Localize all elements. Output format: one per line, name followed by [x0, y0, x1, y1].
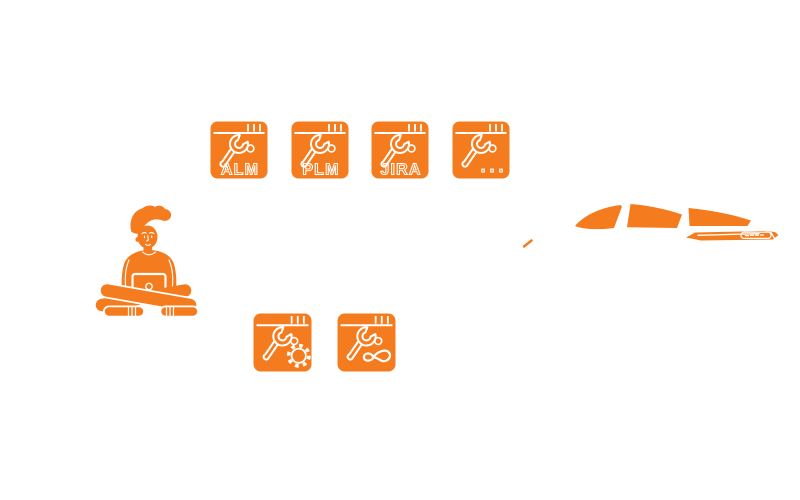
car-lightbar-notch — [770, 231, 776, 240]
person-brow-left — [141, 232, 147, 235]
tool-window-plm: PLM — [291, 121, 349, 179]
tool-window-label: ALM — [221, 162, 259, 179]
tool-window-label: JIRA — [381, 162, 422, 179]
person-neckline — [141, 251, 157, 256]
person-legs-crossed — [95, 282, 199, 318]
sock-stripes — [127, 306, 175, 317]
car-windshield-glass — [575, 205, 622, 230]
tool-window-jira: JIRA — [371, 121, 429, 179]
gear-ring — [290, 347, 307, 364]
person-brow-right — [149, 231, 155, 234]
person-nose — [146, 235, 149, 242]
person-hair — [130, 205, 172, 234]
tool-window-alm: ALM — [210, 121, 268, 179]
window-background — [337, 313, 396, 372]
car-lightbar-lens — [740, 231, 772, 240]
car-lightbar-trim-line — [697, 232, 760, 236]
window-background — [253, 313, 312, 372]
car-front-detail — [522, 239, 533, 248]
gear-teeth — [286, 343, 311, 368]
car-lightbar-segments — [744, 234, 765, 237]
car-glasshouse — [575, 204, 751, 230]
gear-icon — [286, 343, 311, 368]
tool-window-label-ellipsis: ... — [480, 156, 507, 176]
car-rear-glass — [688, 208, 751, 226]
tool-window-label: PLM — [302, 162, 339, 179]
tool-windows-top-row: ALM PLM JIRA ... — [210, 121, 510, 179]
car-illustration — [522, 204, 779, 248]
person-neck — [143, 243, 152, 254]
car-side-glass — [627, 204, 682, 228]
car-lightbar — [686, 231, 779, 241]
tool-window-more: ... — [452, 121, 510, 179]
infinity-icon — [362, 349, 392, 363]
person-ear — [135, 237, 141, 242]
tool-window-gear — [253, 313, 312, 372]
tool-window-devops — [337, 313, 396, 372]
person-shin-right — [100, 284, 197, 312]
developer-illustration — [95, 205, 199, 318]
laptop-logo — [145, 282, 153, 291]
person-mouth — [145, 243, 151, 246]
tool-windows-bottom-row — [253, 313, 396, 372]
